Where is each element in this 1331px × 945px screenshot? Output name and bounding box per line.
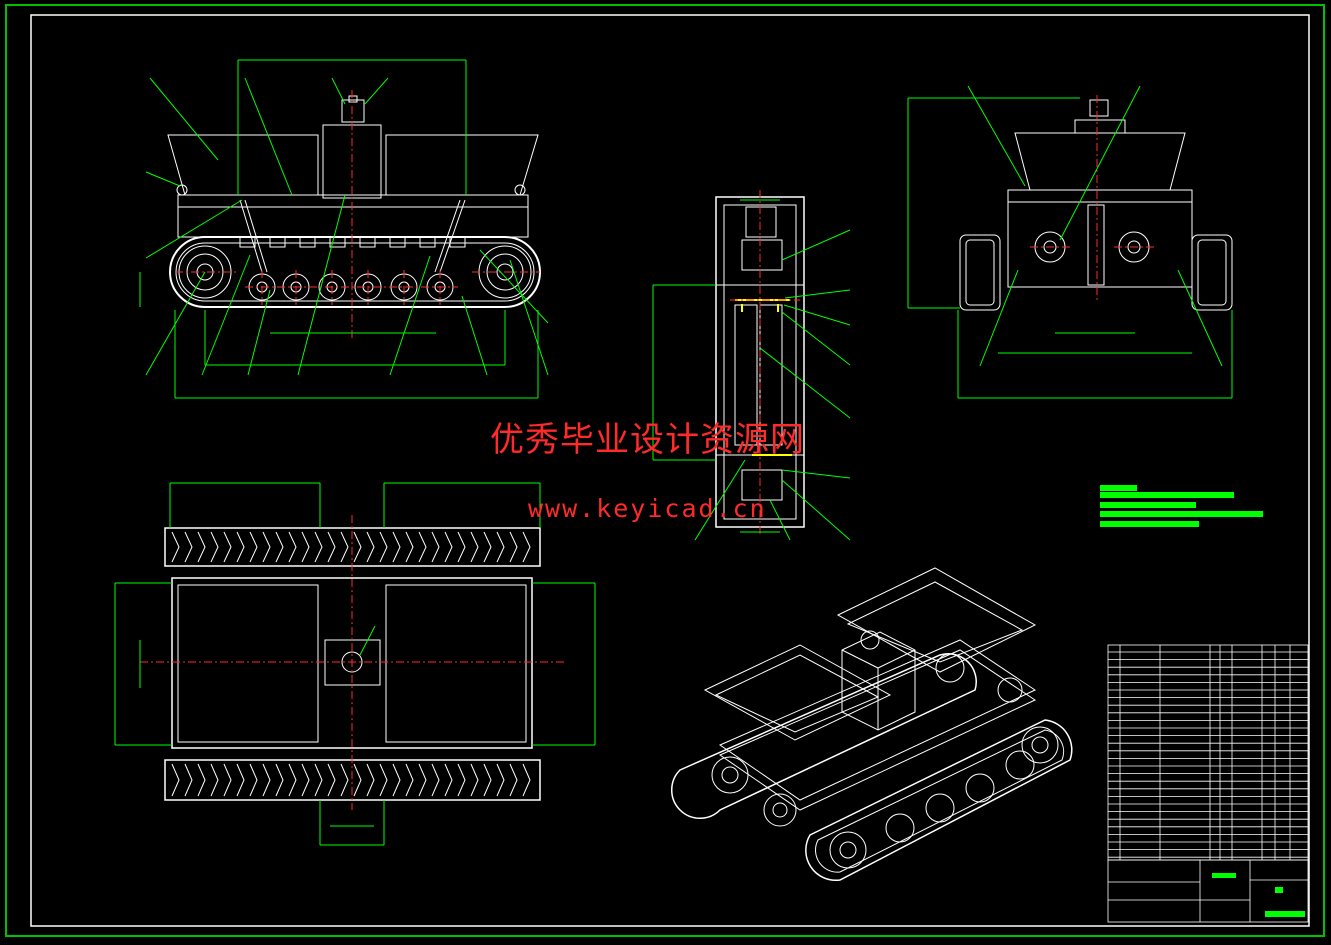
tread-chevron [262,531,271,563]
tread-chevron [197,763,206,797]
tread-chevron [327,763,336,797]
tread-chevron [275,763,284,797]
tread-chevron [262,763,271,797]
tread-chevron [223,531,232,563]
tread-chevron [483,763,492,797]
tread-chevron [522,763,531,797]
tread-chevron [301,763,310,797]
tread-chevron [340,763,349,797]
tread-chevron [392,531,401,563]
tread-chevron [301,531,310,563]
tread-chevron [509,531,518,563]
tread-chevron [470,531,479,563]
tread-chevron [171,763,180,797]
tread-chevron [379,531,388,563]
side-view-centerline [1030,95,1154,300]
tread-chevron [249,531,258,563]
tread-chevron [483,531,492,563]
title-block-fill [1212,873,1305,917]
tread-chevron [405,531,414,563]
tread-chevron [210,763,219,797]
tread-chevron [431,763,440,797]
tread-chevron [496,763,505,797]
spec-notes [1100,485,1263,527]
watermark-title: 优秀毕业设计资源网 [490,420,805,460]
tread-chevron [470,763,479,797]
watermark-url: www.keyicad.cn [528,494,767,523]
tread-chevron [444,763,453,797]
parts-list-columns [1108,645,1308,922]
section-view-dimensions [652,199,851,541]
tread-chevron [392,763,401,797]
top-view-tread [171,531,531,797]
front-view [167,95,541,308]
tread-chevron [405,763,414,797]
tread-chevron [223,763,232,797]
tread-chevron [314,531,323,563]
tread-chevron [197,531,206,563]
tread-chevron [340,531,349,563]
top-view-centerline [140,515,565,810]
tread-chevron [509,763,518,797]
tread-chevron [288,763,297,797]
tread-chevron [275,531,284,563]
side-view-dimensions [907,85,1233,399]
section-view-centerline [730,190,800,535]
tread-chevron [288,531,297,563]
tread-chevron [418,763,427,797]
tread-chevron [314,763,323,797]
tread-chevron [457,531,466,563]
tread-chevron [457,763,466,797]
tread-chevron [522,531,531,563]
front-view-centerlines [175,90,540,340]
tread-chevron [444,531,453,563]
side-view [959,99,1233,311]
tread-chevron [210,531,219,563]
tread-chevron [418,531,427,563]
parts-list [1107,644,1309,923]
tread-chevron [184,531,193,563]
tread-chevron [379,763,388,797]
tread-chevron [431,531,440,563]
top-view-dimensions [114,482,596,846]
tread-chevron [366,763,375,797]
tread-chevron [236,531,245,563]
tread-chevron [496,531,505,563]
tread-chevron [184,763,193,797]
tread-chevron [353,763,362,797]
tread-chevron [366,531,375,563]
tread-chevron [249,763,258,797]
tread-chevron [353,531,362,563]
tread-chevron [327,531,336,563]
inner-border [30,14,1310,927]
tread-chevron [171,531,180,563]
outer-border [5,4,1325,937]
iso-view [670,567,1073,882]
front-view-dimensions [139,59,549,399]
tread-chevron [236,763,245,797]
